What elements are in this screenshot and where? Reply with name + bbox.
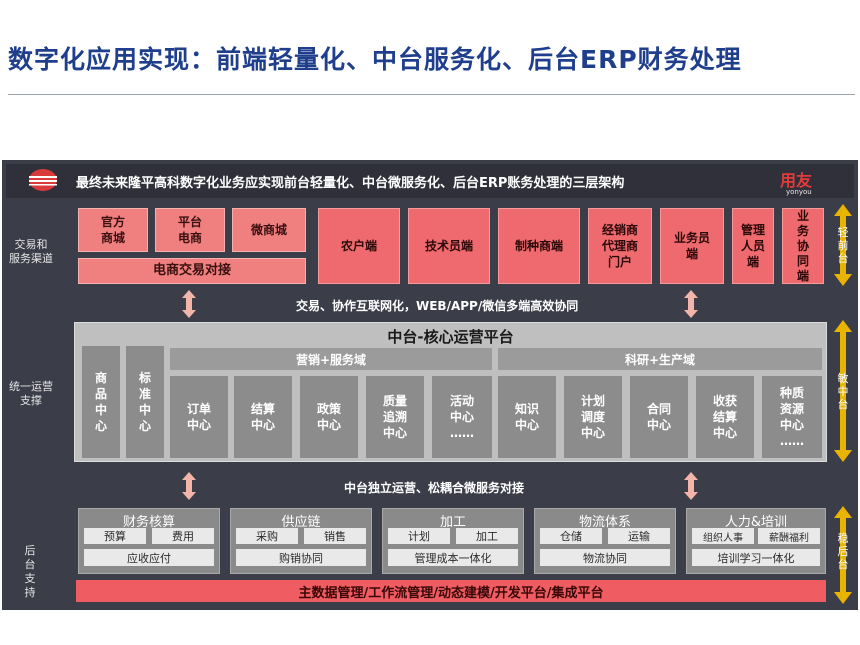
ecom-micro-mall: 微商城 — [232, 208, 306, 252]
ecom-trade-bar: 电商交易对接 — [78, 258, 306, 284]
logo-icon — [29, 169, 57, 191]
page-title: 数字化应用实现：前端轻量化、中台服务化、后台ERP财务处理 — [8, 45, 742, 74]
center-order: 订单 中心 — [170, 376, 228, 458]
domain-research: 科研+生产域 — [498, 348, 822, 370]
side-label-front: 交易和 服务渠道 — [9, 238, 53, 265]
side-label-middle: 统一运营 支撑 — [9, 380, 53, 407]
back-sub-item: 采购 — [236, 528, 298, 544]
brand-logo-sub: yonyou — [786, 188, 812, 196]
center-product: 商 品 中 心 — [82, 346, 120, 458]
back-sub-bottom: 培训学习一体化 — [692, 549, 820, 566]
channel-salesman: 业务员 端 — [660, 208, 724, 284]
right-label-front: 轻 前 台 — [837, 226, 849, 265]
back-sub-item: 计划 — [388, 528, 450, 544]
back-group-title: 供应链 — [281, 515, 321, 530]
channel-technician: 技术员端 — [408, 208, 490, 284]
back-sub-item: 薪酬福利 — [758, 528, 820, 544]
back-sub-bottom: 物流协同 — [540, 549, 670, 566]
center-knowledge: 知识 中心 — [498, 376, 556, 458]
header-text: 最终未来隆平高科数字化业务应实现前台轻量化、中台微服务化、后台ERP账务处理的三… — [76, 176, 625, 191]
right-label-back: 稳 后 台 — [837, 532, 849, 571]
back-sub-item: 费用 — [152, 528, 214, 544]
side-label-back: 后 台 支 持 — [24, 544, 36, 599]
back-sub-bottom: 应收应付 — [84, 549, 214, 566]
arrow-front-icon — [834, 204, 852, 286]
center-plan-schedule: 计划 调度 中心 — [564, 376, 622, 458]
header-strip — [6, 164, 854, 198]
back-sub-item: 仓储 — [540, 528, 602, 544]
channel-dealer-portal: 经销商 代理商 门户 — [588, 208, 652, 284]
ecom-platform: 平台 电商 — [155, 208, 225, 252]
platform-bottom-bar: 主数据管理/工作流管理/动态建模/开发平台/集成平台 — [76, 580, 826, 602]
brand-logo: 用友 — [780, 171, 813, 190]
double-arrow-icon — [182, 472, 196, 500]
domain-marketing: 营销+服务域 — [170, 348, 492, 370]
back-group-title: 人力&培训 — [724, 515, 788, 530]
arrow-middle-icon — [834, 320, 852, 462]
center-policy: 政策 中心 — [300, 376, 358, 458]
channel-collaboration: 业 务 协 同 端 — [782, 208, 824, 284]
center-harvest-settlement: 收获 结算 中心 — [696, 376, 754, 458]
connector-front-middle: 交易、协作互联网化，WEB/APP/微信多端高效协同 — [296, 299, 579, 313]
double-arrow-icon — [684, 472, 698, 500]
back-sub-item: 销售 — [304, 528, 366, 544]
back-group-title: 财务核算 — [122, 515, 175, 530]
channel-farmer: 农户端 — [318, 208, 400, 284]
back-sub-bottom: 购销协同 — [236, 549, 366, 566]
right-label-middle: 敏 中 台 — [837, 372, 849, 411]
center-quality-trace: 质量 追溯 中心 — [366, 376, 424, 458]
back-sub-item: 组织人事 — [692, 528, 754, 544]
center-standard: 标 准 中 心 — [126, 346, 164, 458]
channel-manager: 管理 人员 端 — [732, 208, 774, 284]
arrow-back-icon — [834, 506, 852, 604]
back-sub-item: 加工 — [456, 528, 518, 544]
middle-platform-title: 中台-核心运营平台 — [387, 328, 514, 346]
back-group-title: 加工 — [439, 515, 466, 530]
back-sub-item: 运输 — [608, 528, 670, 544]
center-settlement: 结算 中心 — [234, 376, 292, 458]
back-group-title: 物流体系 — [578, 515, 631, 530]
channel-seed-producer: 制种商端 — [498, 208, 580, 284]
ecom-official-mall: 官方 商城 — [78, 208, 148, 252]
double-arrow-icon — [182, 290, 196, 318]
title-divider — [8, 94, 855, 95]
center-germplasm: 种质 资源 中心 …… — [762, 376, 822, 458]
center-activity: 活动 中心 …… — [432, 376, 492, 458]
back-sub-bottom: 管理成本一体化 — [388, 549, 518, 566]
double-arrow-icon — [684, 290, 698, 318]
center-contract: 合同 中心 — [630, 376, 688, 458]
connector-middle-back: 中台独立运营、松耦合微服务对接 — [344, 481, 525, 495]
back-sub-item: 预算 — [84, 528, 146, 544]
